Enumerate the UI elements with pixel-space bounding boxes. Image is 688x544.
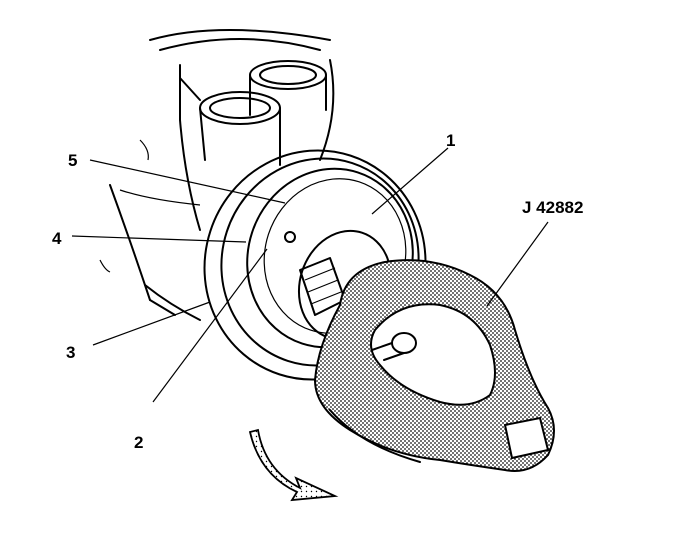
- leader-line-tool: [486, 221, 549, 307]
- leader-line-1: [371, 147, 449, 215]
- port-cylinders: [179, 60, 327, 166]
- leader-line-4: [71, 235, 247, 243]
- special-tool: [313, 259, 555, 472]
- leader-line-2: [152, 248, 268, 403]
- leader-lines: [71, 147, 549, 403]
- leader-line-3: [92, 301, 211, 346]
- callout-3: 3: [66, 343, 75, 362]
- curved-arrow-icon: [248, 428, 339, 502]
- callout-1: 1: [446, 131, 455, 150]
- callout-4: 4: [52, 229, 62, 248]
- locating-pin: [284, 231, 296, 243]
- engine-housing: [99, 29, 335, 321]
- leader-line-5: [89, 159, 286, 204]
- callout-2: 2: [134, 433, 143, 452]
- tool-label: J 42882: [522, 198, 583, 217]
- callout-5: 5: [68, 151, 77, 170]
